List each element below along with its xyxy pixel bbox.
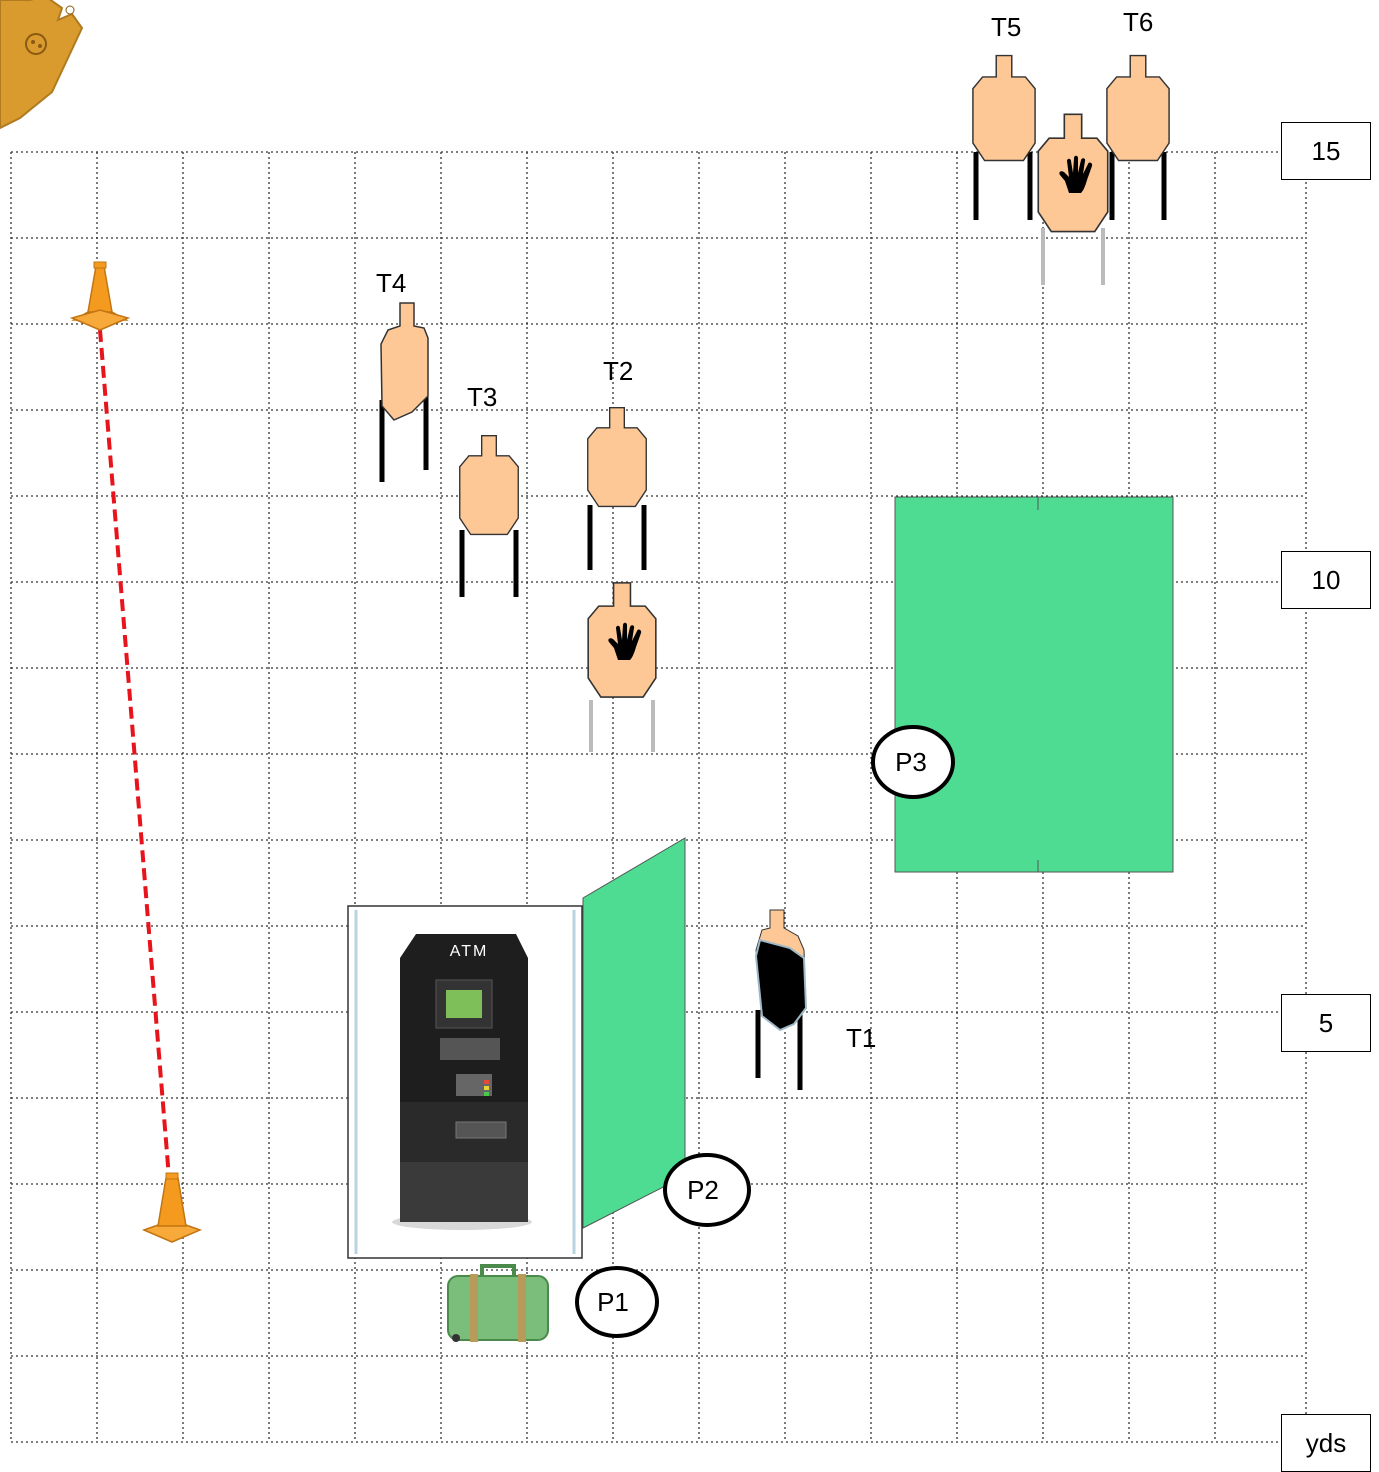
label-t3: T3 [467,382,497,412]
position-p3-label: P3 [895,747,927,777]
atm-machine-icon: ATM [348,906,582,1258]
label-t6: T6 [1123,7,1153,37]
target-logo-icon [0,0,82,128]
atm-screen-label: ATM [450,943,489,960]
target-t1 [756,910,806,1090]
label-t4: T4 [376,268,406,298]
angled-wall [583,838,685,1228]
wall-barricade [895,497,1173,872]
label-t1: T1 [846,1023,876,1053]
target-t3 [460,436,519,597]
position-p3: P3 [873,727,953,797]
position-p1: P1 [577,1268,657,1336]
position-p2: P2 [665,1155,749,1225]
yardage-15: 15 [1281,122,1371,180]
fault-line [100,330,170,1190]
yardage-10: 10 [1281,551,1371,609]
target-t4 [381,303,428,482]
no-shoot-target [588,583,656,752]
yardage-unit: yds [1281,1414,1371,1472]
no-shoot-target [1038,114,1107,285]
target-t2 [588,408,647,570]
label-t2: T2 [603,356,633,386]
traffic-cone-icon [72,262,128,330]
position-p1-label: P1 [597,1287,629,1317]
position-p2-label: P2 [687,1175,719,1205]
target-t6 [1107,56,1169,220]
label-t5: T5 [991,12,1021,42]
suitcase-icon [448,1266,548,1342]
target-t5 [973,56,1035,220]
yardage-5: 5 [1281,994,1371,1052]
